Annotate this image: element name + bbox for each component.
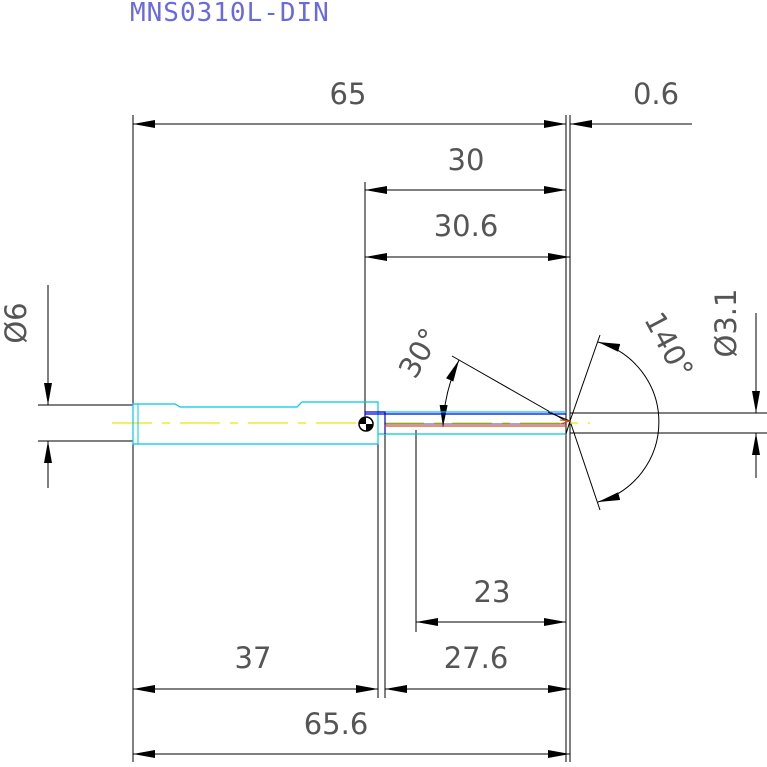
- dim-text-23: 23: [474, 575, 511, 609]
- datum-symbol: [358, 416, 374, 432]
- drill-point-face: [559, 419, 571, 425]
- helix-angle-ref-line: [451, 355, 567, 422]
- drill-shank-outline: [132, 401, 379, 445]
- dim-arc-helix-30: [439, 359, 460, 428]
- dim-text-30: 30: [448, 143, 485, 177]
- dim-text-27-6: 27.6: [444, 641, 509, 675]
- dimension-texts: 65 0.6 30 30.6 23 37 27.6 65.6 Ø6 Ø3.1 3…: [0, 77, 743, 741]
- dim-text-dia31: Ø3.1: [709, 289, 743, 358]
- drill-body: [112, 401, 590, 445]
- dim-text-point-140: 140°: [637, 306, 700, 384]
- dim-text-65-6: 65.6: [304, 707, 369, 741]
- point-angle-leg-top: [569, 334, 601, 422]
- drawing-title: MNS0310L-DIN: [130, 0, 330, 28]
- dim-text-0-6: 0.6: [633, 77, 679, 111]
- drill-body-outline: [378, 411, 566, 435]
- dim-text-30-6: 30.6: [434, 209, 499, 243]
- dim-text-helix-30: 30°: [392, 322, 447, 384]
- dim-text-dia6: Ø6: [0, 302, 33, 343]
- dimension-lines: [44, 120, 760, 758]
- point-angle-leg-bottom: [569, 420, 601, 511]
- extension-lines: [38, 115, 767, 762]
- flute-start-bracket: [364, 411, 386, 434]
- dim-text-65: 65: [330, 77, 367, 111]
- dim-text-37: 37: [235, 641, 272, 675]
- dim-arc-point-140: [597, 341, 660, 503]
